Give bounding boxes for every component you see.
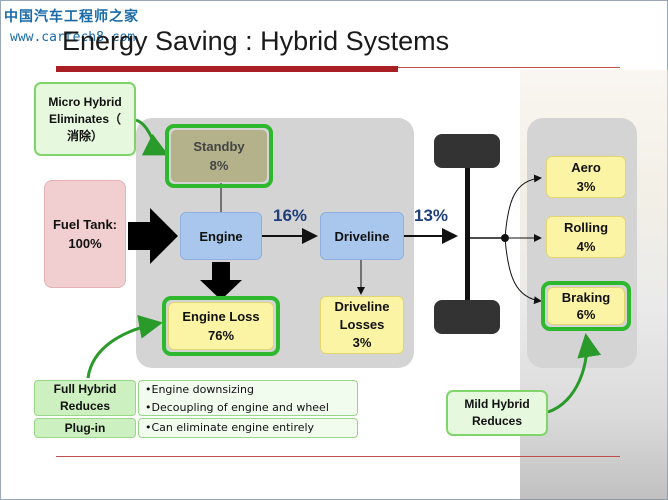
aero-label: Aero [571,160,601,175]
title-underline-bar [56,66,398,72]
rolling-label: Rolling [563,220,609,235]
aero-value: 3% [576,179,596,194]
fuel-tank-label: Fuel Tank: [52,217,118,232]
standby-highlight: Standby 8% [165,124,273,188]
standby-value: 8% [209,158,229,173]
mild-hybrid-line2: Reduces [471,414,523,428]
driveline-losses-value: 3% [352,335,372,350]
engine-loss-box: Engine Loss 76% [168,302,274,350]
standby-label: Standby [193,139,245,154]
title-underline-line [398,67,620,68]
engine-box: Engine [180,212,262,260]
micro-hybrid-callout: Micro Hybrid Eliminates（ 消除） [34,82,136,156]
engine-label: Engine [199,228,243,244]
micro-hybrid-line2: Eliminates（ [48,111,122,126]
fuel-tank-box: Fuel Tank: 100% [44,180,126,288]
plug-in-bullets-cell: •Can eliminate engine entirely [138,418,358,438]
full-hybrid-label-cell: Full Hybrid Reduces [34,380,136,416]
driveline-losses-box: Driveline Losses 3% [320,296,404,354]
full-hybrid-arrow [86,315,163,379]
to-braking-arrow [504,237,542,305]
engine-to-loss-arrow [200,262,242,300]
driveline-losses-line2: Losses [339,317,385,332]
full-hybrid-label-line1: Full Hybrid [53,382,117,396]
micro-hybrid-arrow [135,118,169,156]
plug-in-label: Plug-in [64,420,106,435]
rolling-box: Rolling 4% [546,216,626,258]
full-hybrid-bullet: •Decoupling of engine and wheel [145,401,329,414]
engine-loss-value: 76% [207,328,235,343]
mild-hybrid-arrow [547,333,602,414]
micro-hybrid-line1: Micro Hybrid [48,94,122,109]
watermark-url: www.cartech8.com [10,30,136,45]
driveline-label: Driveline [334,228,390,244]
driveline-losses-line1: Driveline [334,299,390,314]
engine-loss-label: Engine Loss [182,309,260,324]
full-hybrid-label-line2: Reduces [59,399,111,413]
braking-label: Braking [561,290,611,305]
standby-box: Standby 8% [171,130,267,182]
fuel-tank-value: 100% [68,236,102,251]
micro-hybrid-line3: 消除） [66,128,103,143]
braking-highlight: Braking 6% [541,281,631,331]
full-hybrid-bullet: •Engine downsizing [145,383,254,396]
plug-in-label-cell: Plug-in [34,418,136,438]
engine-loss-highlight: Engine Loss 76% [162,296,280,356]
mild-hybrid-line1: Mild Hybrid [464,397,530,411]
rolling-value: 4% [576,239,596,254]
footer-rule [56,456,620,457]
engine-output-percent: 16% [273,206,308,225]
to-aero-arrow [504,174,542,239]
aero-box: Aero 3% [546,156,626,198]
wheel-output-percent: 13% [414,206,449,225]
braking-value: 6% [576,307,596,322]
slide-title: Energy Saving : Hybrid Systems [62,26,450,56]
full-hybrid-bullets-cell: •Engine downsizing •Decoupling of engine… [138,380,358,416]
driveline-box: Driveline [320,212,404,260]
watermark-site-name: 中国汽车工程师之家 [4,9,139,25]
plug-in-bullet: •Can eliminate engine entirely [145,421,315,434]
fuel-to-engine-arrow [128,208,178,264]
axle-wheels-icon [434,134,500,334]
mild-hybrid-callout: Mild Hybrid Reduces [446,390,548,436]
braking-box: Braking 6% [547,287,625,325]
